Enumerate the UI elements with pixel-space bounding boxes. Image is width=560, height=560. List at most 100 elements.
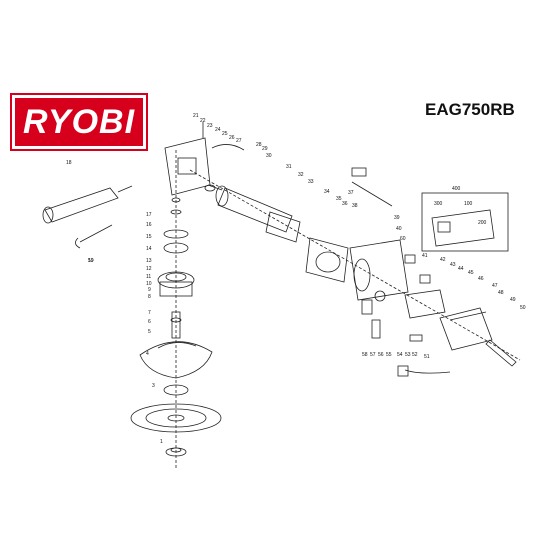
gear-housing-part xyxy=(164,137,211,196)
callout-36: 36 xyxy=(342,201,348,207)
gear-cover-base xyxy=(159,281,193,297)
callout-300: 300 xyxy=(434,201,443,207)
callout-60: 60 xyxy=(400,236,406,242)
flange-nut-inner xyxy=(170,447,182,453)
inset-assembly-box xyxy=(421,192,509,252)
rear-cover-part xyxy=(439,307,493,351)
bearing-small-part xyxy=(171,197,181,203)
callout-49: 49 xyxy=(510,297,516,303)
callout-16: 16 xyxy=(146,222,152,228)
model-number: EAG750RB xyxy=(425,100,515,119)
power-cord-part xyxy=(404,369,451,374)
callout-17: 17 xyxy=(146,212,152,218)
switch-slider-part xyxy=(351,167,367,177)
carbon-brush-part xyxy=(419,274,431,284)
cord-guard-part xyxy=(485,339,517,367)
housing-spring xyxy=(211,144,245,151)
bevel-gear-part xyxy=(163,242,189,254)
switch-part xyxy=(404,289,446,319)
axis-line-diagonal xyxy=(189,169,521,361)
gear-cover-part xyxy=(157,271,195,289)
armature-part xyxy=(217,187,293,233)
grinding-disc-ring xyxy=(145,408,207,428)
callout-26: 26 xyxy=(229,135,235,141)
callout-55: 55 xyxy=(386,352,392,358)
callout-37: 37 xyxy=(348,190,354,196)
callout-12: 12 xyxy=(146,266,152,272)
grinding-disc-hub xyxy=(167,414,185,422)
callout-18: 18 xyxy=(66,160,72,166)
callout-24: 24 xyxy=(215,127,221,133)
callout-54: 54 xyxy=(397,352,403,358)
callout-7: 7 xyxy=(148,310,151,316)
callout-34: 34 xyxy=(324,189,330,195)
callout-39: 39 xyxy=(394,215,400,221)
callout-100: 100 xyxy=(464,201,473,207)
grinding-disc-part xyxy=(130,403,222,433)
gear-cover-inner xyxy=(165,272,187,282)
callout-29: 29 xyxy=(262,146,268,152)
armature-fan xyxy=(215,185,229,207)
callout-43: 43 xyxy=(450,262,456,268)
field-coil-part xyxy=(305,237,349,283)
rear-cover-grip xyxy=(449,311,487,321)
baffle-plate-part xyxy=(265,211,301,243)
callout-400: 400 xyxy=(452,186,461,192)
callout-56: 56 xyxy=(378,352,384,358)
callout-27: 27 xyxy=(236,138,242,144)
callout-44: 44 xyxy=(458,266,464,272)
callout-51: 51 xyxy=(424,354,430,360)
callout-8: 8 xyxy=(148,294,151,300)
callout-13: 13 xyxy=(146,258,152,264)
plug-part xyxy=(397,365,409,377)
callout-200: 200 xyxy=(478,220,487,226)
callout-35: 35 xyxy=(336,196,342,202)
callout-57: 57 xyxy=(370,352,376,358)
cord-clamp-part xyxy=(361,299,373,315)
wheel-guard-part xyxy=(139,341,213,379)
callout-22: 22 xyxy=(200,118,206,124)
callout-45: 45 xyxy=(468,270,474,276)
callout-10: 10 xyxy=(146,281,152,287)
callout-48: 48 xyxy=(498,290,504,296)
side-handle-cap xyxy=(42,206,54,224)
brush-holder-part xyxy=(404,254,416,264)
connector-part xyxy=(409,334,423,342)
ryobi-logo: RYOBI xyxy=(10,93,148,151)
inset-brush-assembly xyxy=(437,221,451,233)
terminal-part xyxy=(371,319,381,339)
callout-19: 19 xyxy=(88,258,94,264)
inner-flange-part xyxy=(163,384,189,396)
callout-42: 42 xyxy=(440,257,446,263)
callout-47: 47 xyxy=(492,283,498,289)
callout-9: 9 xyxy=(148,287,151,293)
gear-housing-window xyxy=(177,157,197,175)
callout-32: 32 xyxy=(298,172,304,178)
callout-15: 15 xyxy=(146,234,152,240)
housing-bearing xyxy=(204,184,216,192)
washer-part xyxy=(170,209,182,215)
logo-text: RYOBI xyxy=(22,102,136,141)
side-handle-part xyxy=(44,187,119,223)
callout-52: 52 xyxy=(412,352,418,358)
callout-11: 11 xyxy=(146,274,151,280)
callout-46: 46 xyxy=(478,276,484,282)
callout-3: 3 xyxy=(152,383,155,389)
callout-25: 25 xyxy=(222,131,228,137)
callout-41: 41 xyxy=(422,253,428,259)
wheel-guard-clamp xyxy=(157,342,197,349)
callout-33: 33 xyxy=(308,179,314,185)
callout-6: 6 xyxy=(148,319,151,325)
callout-58: 58 xyxy=(362,352,368,358)
callout-23: 23 xyxy=(207,123,213,129)
callout-40: 40 xyxy=(396,226,402,232)
callout-53: 53 xyxy=(405,352,411,358)
inset-motor-assembly xyxy=(431,209,495,247)
callout-38: 38 xyxy=(352,203,358,209)
callout-30: 30 xyxy=(266,153,272,159)
field-coil-core xyxy=(315,251,341,273)
spindle-key xyxy=(170,317,182,323)
switch-rod-part xyxy=(351,181,393,207)
spindle-part xyxy=(171,311,181,339)
